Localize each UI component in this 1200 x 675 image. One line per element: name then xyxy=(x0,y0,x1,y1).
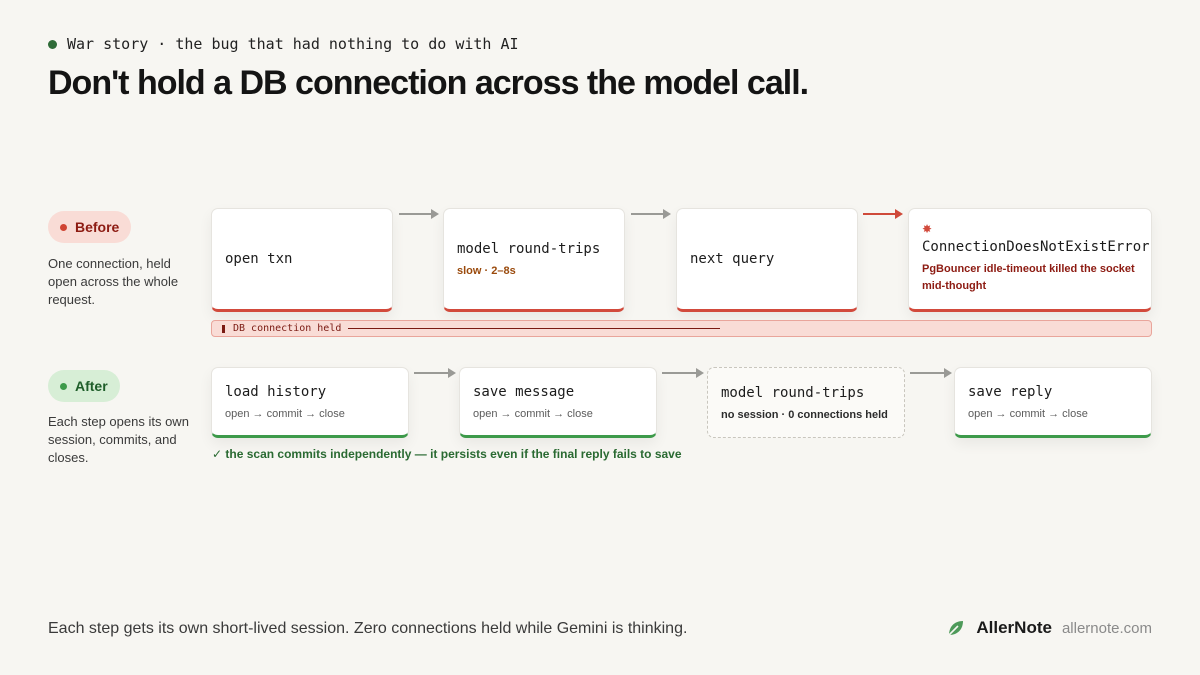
step-label: open txn xyxy=(225,251,293,267)
step-label: next query xyxy=(690,251,775,267)
green-dot-icon xyxy=(48,39,57,49)
step-sub: open → commit → close xyxy=(473,407,593,420)
step-sub: no session · 0 connections held xyxy=(721,408,888,421)
collision-icon: ✸ xyxy=(922,222,933,236)
after-description: Each step opens its own session, commits… xyxy=(48,414,189,465)
before-step-open-txn: open txn xyxy=(211,208,393,312)
step-label: save message xyxy=(473,383,575,400)
connection-held-bar: DB connection held xyxy=(211,320,1152,337)
step-label: load history xyxy=(225,383,327,400)
held-line xyxy=(348,328,721,329)
step-label: model round-trips xyxy=(721,384,865,401)
step-label: ConnectionDoesNotExistError xyxy=(922,239,1150,255)
after-badge-label: After xyxy=(75,378,108,394)
page-title: Don't hold a DB connection across the mo… xyxy=(48,64,809,102)
before-step-next-query: next query xyxy=(676,208,858,312)
kicker-text: War story · the bug that had nothing to … xyxy=(67,35,519,53)
scan-note: ✓ the scan commits independently — it pe… xyxy=(212,447,682,461)
brand-url[interactable]: allernote.com xyxy=(1061,619,1152,637)
green-dot-icon xyxy=(60,382,67,390)
step-sub: open → commit → close xyxy=(968,407,1088,420)
step-sub: PgBouncer idle-timeout killed the socket… xyxy=(922,263,1135,292)
before-step-error: ✸ ConnectionDoesNotExistError PgBouncer … xyxy=(908,208,1152,312)
arrow-icon xyxy=(910,368,952,378)
arrow-icon xyxy=(399,209,439,219)
leaf-logo-icon xyxy=(948,621,964,636)
before-badge-label: Before xyxy=(75,219,120,235)
after-badge: After xyxy=(48,370,120,402)
step-label: model round-trips xyxy=(457,241,601,257)
brand[interactable]: AllerNote allernote.com xyxy=(946,618,1152,638)
arrow-icon xyxy=(662,368,704,378)
held-marker-icon xyxy=(222,324,225,333)
before-description: One connection, held open across the who… xyxy=(48,256,179,307)
after-step-load-history: load history open → commit → close xyxy=(211,367,409,438)
kicker: War story · the bug that had nothing to … xyxy=(48,35,519,53)
footer-text: Each step gets its own short-lived sessi… xyxy=(48,620,688,637)
step-sub: slow · 2–8s xyxy=(457,265,516,277)
arrow-icon xyxy=(414,368,456,378)
red-dot-icon xyxy=(60,223,67,231)
step-label: save reply xyxy=(968,383,1053,400)
arrow-icon xyxy=(631,209,671,219)
step-sub: open → commit → close xyxy=(225,407,345,420)
after-step-model-round-trips: model round-trips no session · 0 connect… xyxy=(707,367,905,438)
brand-name: AllerNote xyxy=(976,618,1052,637)
after-step-save-message: save message open → commit → close xyxy=(459,367,657,438)
before-badge: Before xyxy=(48,211,132,243)
after-step-save-reply: save reply open → commit → close xyxy=(954,367,1152,438)
held-label: DB connection held xyxy=(233,323,342,334)
arrow-icon xyxy=(863,209,903,219)
before-step-model-round-trips: model round-trips slow · 2–8s xyxy=(443,208,625,312)
